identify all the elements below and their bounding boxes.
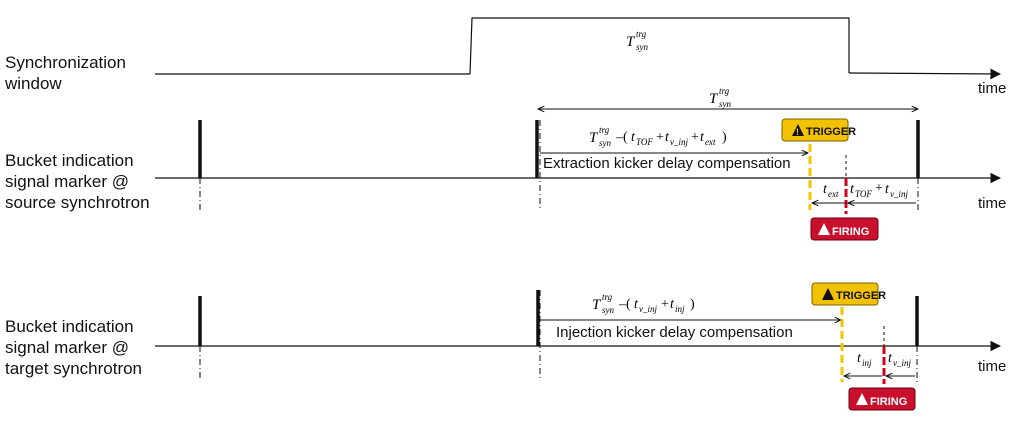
svg-text:TRIGGER: TRIGGER bbox=[806, 126, 856, 138]
svg-text:T: T bbox=[709, 91, 719, 107]
svg-text:inj: inj bbox=[675, 304, 685, 314]
svg-text:trg: trg bbox=[636, 29, 647, 39]
svg-text:syn: syn bbox=[599, 138, 611, 148]
svg-text:+: + bbox=[661, 297, 669, 312]
svg-text:t: t bbox=[885, 182, 890, 197]
target-label-line3: target synchrotron bbox=[5, 359, 143, 378]
svg-text:v_inj: v_inj bbox=[893, 358, 911, 368]
svg-text:!: ! bbox=[796, 127, 799, 137]
warning-icon bbox=[822, 288, 834, 300]
target-firing-badge: FIRING bbox=[848, 387, 916, 411]
svg-text:+: + bbox=[691, 130, 699, 145]
svg-text:syn: syn bbox=[636, 42, 648, 52]
source-row-label: Bucket indication signal marker @ source… bbox=[5, 150, 150, 213]
sync-window-symbol: T trg syn bbox=[626, 29, 648, 52]
svg-text:t: t bbox=[665, 130, 670, 145]
source-label-line1: Bucket indication bbox=[5, 151, 134, 170]
svg-text:t: t bbox=[631, 130, 636, 145]
svg-text:TRIGGER: TRIGGER bbox=[836, 290, 886, 302]
svg-text:): ) bbox=[722, 130, 727, 145]
svg-text:v_inj: v_inj bbox=[670, 137, 688, 147]
svg-text:t: t bbox=[857, 351, 862, 366]
source-trigger-badge: ! TRIGGER bbox=[781, 118, 856, 142]
source-row: T trg syn –( t TOF + t v_inj + t ext ) t… bbox=[155, 120, 1002, 214]
target-label-line1: Bucket indication bbox=[5, 317, 134, 336]
svg-text:+: + bbox=[875, 181, 883, 196]
svg-text:+: + bbox=[656, 130, 664, 145]
svg-text:TOF: TOF bbox=[636, 137, 653, 147]
svg-text:trg: trg bbox=[719, 86, 730, 96]
target-row: T trg syn –( t v_inj + t inj ) t inj t v… bbox=[155, 290, 1002, 384]
svg-text:ext: ext bbox=[828, 189, 839, 199]
svg-text:FIRING: FIRING bbox=[832, 226, 869, 238]
svg-text:t: t bbox=[634, 297, 639, 312]
svg-text:T: T bbox=[589, 130, 599, 146]
svg-text:trg: trg bbox=[602, 292, 613, 302]
svg-text:v_inj: v_inj bbox=[890, 189, 908, 199]
svg-text:v_inj: v_inj bbox=[639, 304, 657, 314]
source-label-line3: source synchrotron bbox=[5, 193, 150, 212]
injection-compensation-label: Injection kicker delay compensation bbox=[556, 324, 793, 341]
svg-text:t: t bbox=[670, 297, 675, 312]
extraction-compensation-label: Extraction kicker delay compensation bbox=[543, 155, 791, 172]
sync-time-label: time bbox=[978, 80, 1007, 97]
sync-window-label: Synchronization window bbox=[5, 52, 126, 94]
svg-text:TOF: TOF bbox=[855, 189, 872, 199]
source-time-label: time bbox=[978, 195, 1007, 212]
svg-text:T: T bbox=[592, 297, 602, 313]
sync-label-line2: window bbox=[5, 74, 62, 93]
svg-text:t: t bbox=[888, 351, 893, 366]
svg-text:T: T bbox=[626, 34, 636, 50]
source-label-line2: signal marker @ bbox=[5, 172, 130, 191]
sync-window-row: T trg syn bbox=[155, 17, 1002, 80]
svg-text:t: t bbox=[823, 182, 828, 197]
svg-text:syn: syn bbox=[719, 99, 731, 109]
sync-label-line1: Synchronization bbox=[5, 53, 126, 72]
svg-text:syn: syn bbox=[602, 305, 614, 315]
target-time-label: time bbox=[978, 358, 1007, 375]
target-formula: T trg syn –( t v_inj + t inj ) bbox=[592, 292, 695, 315]
svg-text:FIRING: FIRING bbox=[870, 396, 907, 408]
svg-text:inj: inj bbox=[862, 358, 872, 368]
warning-icon bbox=[792, 124, 804, 136]
tsyn-span: T trg syn bbox=[538, 86, 918, 109]
target-label-line2: signal marker @ bbox=[5, 338, 130, 357]
warning-icon bbox=[856, 393, 868, 405]
svg-text:): ) bbox=[690, 297, 695, 312]
sync-window-pulse bbox=[469, 17, 850, 75]
svg-text:t: t bbox=[850, 182, 855, 197]
svg-text:–(: –( bbox=[615, 130, 628, 145]
source-formula: T trg syn –( t TOF + t v_inj + t ext ) bbox=[589, 125, 727, 148]
svg-text:t: t bbox=[700, 130, 705, 145]
svg-text:ext: ext bbox=[705, 137, 716, 147]
svg-text:–(: –( bbox=[618, 297, 631, 312]
target-trigger-badge: TRIGGER bbox=[811, 282, 886, 306]
target-row-label: Bucket indication signal marker @ target… bbox=[5, 316, 142, 379]
warning-icon bbox=[818, 223, 830, 235]
source-firing-badge: FIRING bbox=[810, 217, 879, 241]
svg-text:trg: trg bbox=[599, 125, 610, 135]
